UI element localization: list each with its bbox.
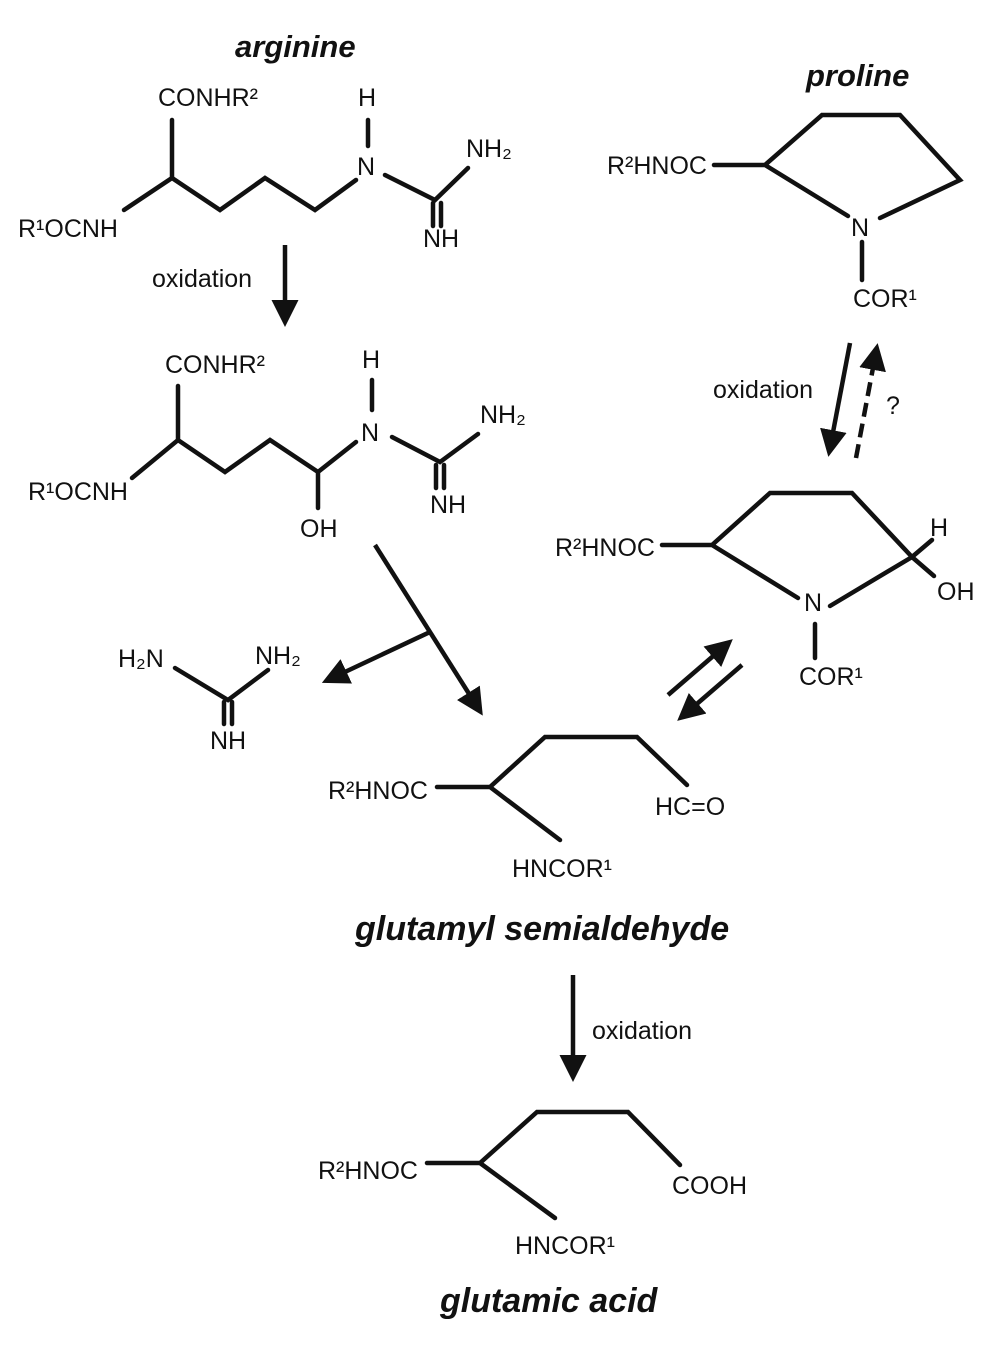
n-label: N: [361, 419, 379, 447]
nh2-label: NH₂: [255, 642, 301, 670]
nh-label: NH: [210, 727, 246, 755]
oxidation-label-2: oxidation: [713, 376, 813, 404]
n-label: N: [804, 589, 822, 617]
equilibrium-arrow-down: [677, 663, 744, 721]
glutamic-acid-title: glutamic acid: [439, 1282, 659, 1320]
hncor1-label: HNCOR¹: [512, 855, 612, 883]
r1ocnh-label: R¹OCNH: [18, 215, 118, 243]
oh-label: OH: [937, 578, 975, 606]
nh2-label: NH₂: [466, 135, 512, 163]
n-label: N: [357, 153, 375, 181]
cooh-label: COOH: [672, 1172, 747, 1200]
equilibrium-arrow-up: [666, 639, 733, 697]
nh-label: NH: [423, 225, 459, 253]
conhr2-label: CONHR²: [158, 84, 258, 112]
oxidation-arrow-2: [820, 342, 853, 457]
question-label: ?: [886, 392, 900, 420]
h-label: H: [362, 346, 380, 374]
guanidine-structure: H₂N NH₂ NH: [118, 642, 301, 755]
cor1-label: COR¹: [853, 285, 917, 313]
guanidine-release-arrow: [321, 629, 431, 684]
n-label: N: [851, 214, 869, 242]
glutamyl-semialdehyde-structure: R²HNOC HC=O HNCOR¹ glutamyl semialdehyde: [328, 734, 729, 948]
r2hnoc-label: R²HNOC: [607, 152, 707, 180]
h-label: H: [930, 514, 948, 542]
oxidation-label-1: oxidation: [152, 265, 252, 293]
cleavage-arrow: [373, 543, 483, 716]
hydroxy-arginine-structure: CONHR² R¹OCNH H N NH₂ NH OH: [28, 346, 526, 543]
aldehyde-label: HC=O: [655, 793, 725, 821]
cor1-label: COR¹: [799, 663, 863, 691]
oh-label: OH: [300, 515, 338, 543]
reverse-dashed-arrow: [853, 343, 886, 459]
r2hnoc-label: R²HNOC: [318, 1157, 418, 1185]
arginine-structure: arginine CONHR² R¹OCNH H N NH₂ NH: [18, 29, 512, 253]
proline-structure: proline R²HNOC N COR¹: [607, 58, 964, 313]
glutamic-acid-structure: R²HNOC COOH HNCOR¹ glutamic acid: [318, 1109, 747, 1320]
r1ocnh-label: R¹OCNH: [28, 478, 128, 506]
arginine-title: arginine: [235, 29, 356, 64]
glutamyl-semialdehyde-title: glutamyl semialdehyde: [354, 910, 729, 948]
oxidation-label-3: oxidation: [592, 1017, 692, 1045]
hncor1-label: HNCOR¹: [515, 1232, 615, 1260]
proline-title: proline: [805, 58, 909, 93]
h2n-label: H₂N: [118, 645, 164, 673]
hydroxy-proline-structure: R²HNOC N COR¹ H OH: [555, 490, 975, 691]
r2hnoc-label: R²HNOC: [555, 534, 655, 562]
conhr2-label: CONHR²: [165, 351, 265, 379]
h-label: H: [358, 84, 376, 112]
r2hnoc-label: R²HNOC: [328, 777, 428, 805]
nh2-label: NH₂: [480, 401, 526, 429]
nh-label: NH: [430, 491, 466, 519]
